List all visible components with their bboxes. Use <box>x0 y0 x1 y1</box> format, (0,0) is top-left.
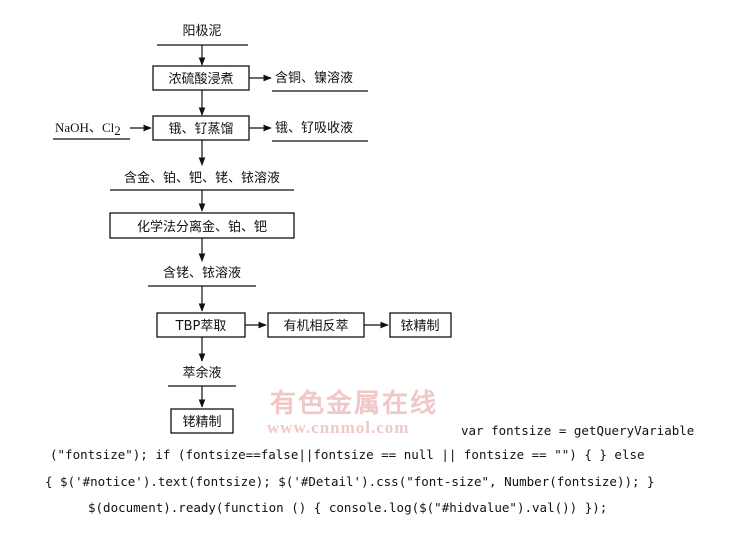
label-step5: 有机相反萃 <box>283 319 348 334</box>
code-line-2: ("fontsize"); if (fontsize==false||fonts… <box>50 447 645 462</box>
box-step5 <box>267 312 365 338</box>
box-step7 <box>170 408 234 434</box>
watermark-text: 有色金属在线 <box>270 388 438 419</box>
label-step6: 铱精制 <box>400 319 439 334</box>
box-step6 <box>389 312 452 338</box>
reagent-cl-subscript: 2 <box>114 123 121 138</box>
label-out1: 含铜、镍溶液 <box>275 70 353 86</box>
box-step4 <box>156 312 246 338</box>
label-mid2: 含铑、铱溶液 <box>163 265 241 281</box>
reagent-naoh: NaOH、 <box>55 120 102 135</box>
label-step4: TBP萃取 <box>175 319 227 334</box>
reagent-cl: Cl <box>102 120 115 135</box>
label-step2: 锇、钌蒸馏 <box>168 122 233 137</box>
label-step1: 浓硫酸浸煮 <box>168 72 233 87</box>
label-mid1: 含金、铂、钯、铑、铱溶液 <box>124 170 280 186</box>
label-out2: 锇、钌吸收液 <box>275 121 353 136</box>
label-step3: 化学法分离金、铂、钯 <box>137 219 267 235</box>
label-reagents: NaOH、Cl2 <box>55 120 121 138</box>
box-step2 <box>152 115 250 141</box>
code-line-4: $(document).ready(function () { console.… <box>88 500 608 515</box>
label-start: 阳极泥 <box>182 24 221 39</box>
code-line-3: { $('#notice').text(fontsize); $('#Detai… <box>45 474 655 489</box>
label-mid3: 萃余液 <box>182 365 221 381</box>
label-step7: 铑精制 <box>182 415 221 430</box>
code-line-1: var fontsize = getQueryVariable <box>461 423 695 438</box>
watermark-url: www.cnnmol.com <box>267 418 409 437</box>
